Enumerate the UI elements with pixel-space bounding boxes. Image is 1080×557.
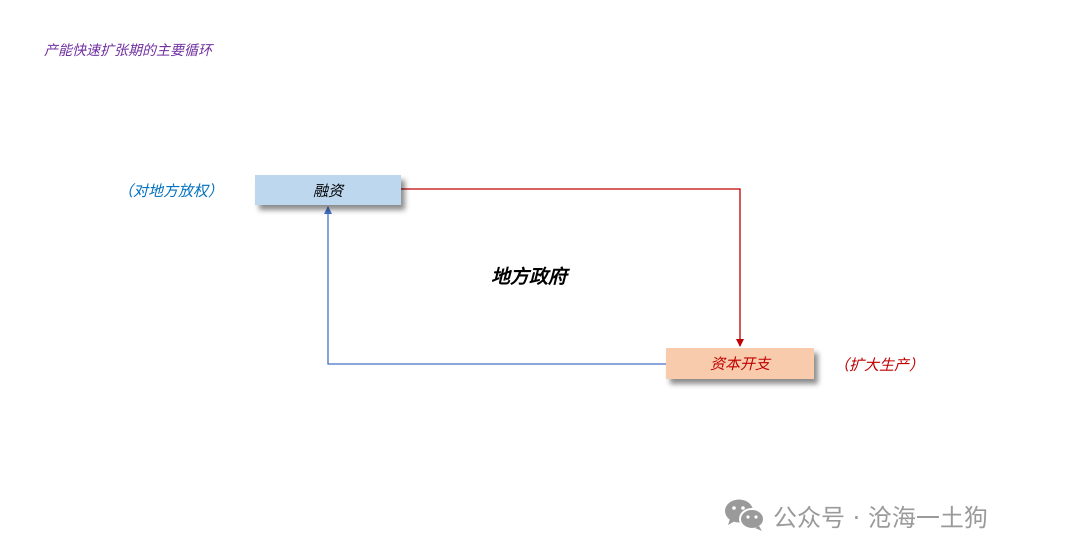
wechat-icon <box>725 499 765 531</box>
arrow-finance-to-capex <box>401 188 741 346</box>
watermark-text: 公众号 · 沧海一土狗 <box>773 503 988 532</box>
capex-label: 资本开支 <box>709 355 770 373</box>
finance-node: 融资 <box>255 175 401 205</box>
capex-note: （扩大生产） <box>834 356 925 374</box>
finance-label: 融资 <box>312 181 343 200</box>
finance-note: （对地方放权） <box>118 182 224 200</box>
page-title: 产能快速扩张期的主要循环 <box>44 43 212 59</box>
capex-node: 资本开支 <box>666 348 814 379</box>
center-label: 地方政府 <box>491 266 568 288</box>
arrow-head-red <box>736 339 744 347</box>
arrow-head-blue <box>324 206 332 214</box>
watermark: 公众号 · 沧海一土狗 <box>723 497 988 533</box>
arrow-capex-to-finance <box>327 207 666 365</box>
